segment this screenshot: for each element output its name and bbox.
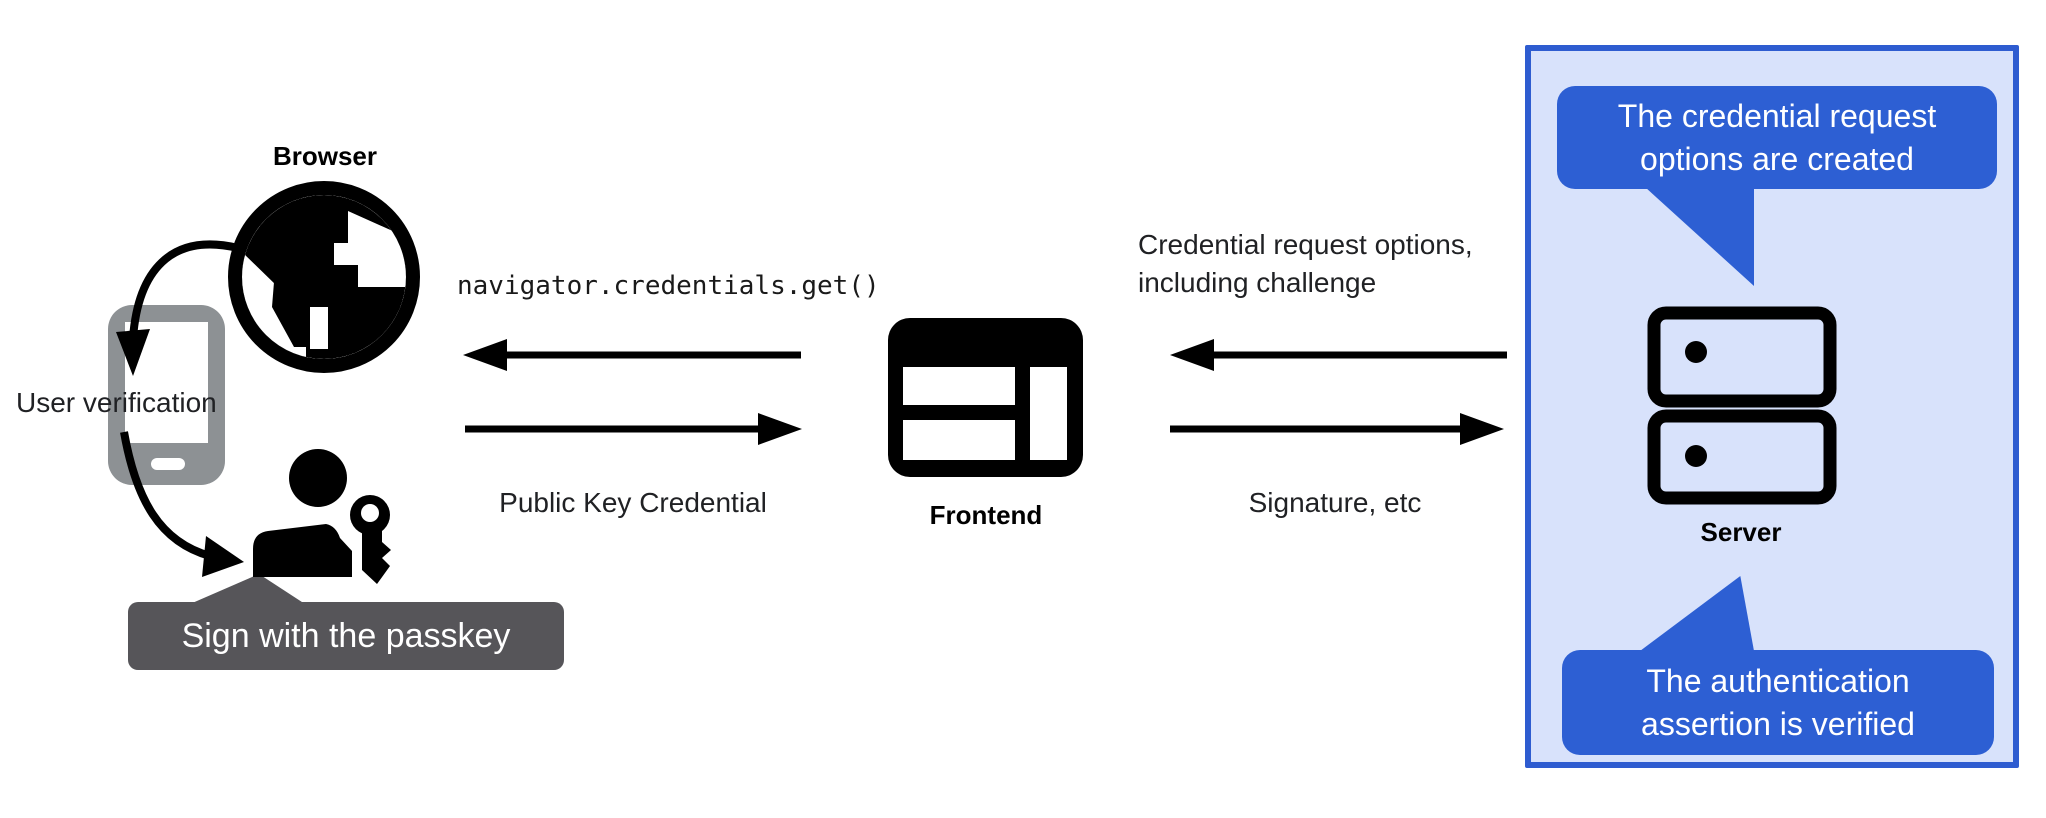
frontend-window-icon <box>888 318 1083 477</box>
speech-bubble-bottom-line2: assertion is verified <box>1641 705 1915 742</box>
passkey-user-icon <box>253 449 352 577</box>
server-label: Server <box>1700 517 1782 547</box>
speech-bubble-top-line2: options are created <box>1640 140 1914 177</box>
sign-with-passkey-tooltip: Sign with the passkey <box>128 602 564 670</box>
credential-request-options-line2: including challenge <box>1138 267 1377 298</box>
signature-etc-label: Signature, etc <box>1248 487 1422 518</box>
key-icon <box>350 495 391 584</box>
arrow-browser-to-frontend <box>465 413 802 445</box>
browser-label: Browser <box>272 141 378 171</box>
speech-bubble-bottom-line1: The authentication <box>1646 662 1910 699</box>
public-key-credential-label: Public Key Credential <box>499 487 767 518</box>
frontend-label: Frontend <box>929 500 1043 530</box>
navigator-credentials-get-code: navigator.credentials.get() <box>457 271 880 301</box>
globe-icon <box>228 181 420 373</box>
credential-request-options-label: Credential request options, including ch… <box>1138 226 1473 302</box>
curved-arrow-phone-to-user <box>120 431 244 577</box>
credential-request-options-line1: Credential request options, <box>1138 229 1473 260</box>
user-verification-label: User verification <box>16 387 217 418</box>
passkey-tooltip-pointer <box>190 574 305 604</box>
speech-bubble-bottom: The authentication assertion is verified <box>1562 650 1994 755</box>
speech-bubble-top-line1: The credential request <box>1617 97 1937 134</box>
speech-bubble-top: The credential request options are creat… <box>1557 86 1997 189</box>
arrow-frontend-to-browser <box>463 339 801 371</box>
sign-with-passkey-text: Sign with the passkey <box>181 616 511 655</box>
arrow-server-to-frontend <box>1170 339 1507 371</box>
arrow-frontend-to-server <box>1170 413 1504 445</box>
curved-arrow-browser-to-phone <box>116 240 239 376</box>
